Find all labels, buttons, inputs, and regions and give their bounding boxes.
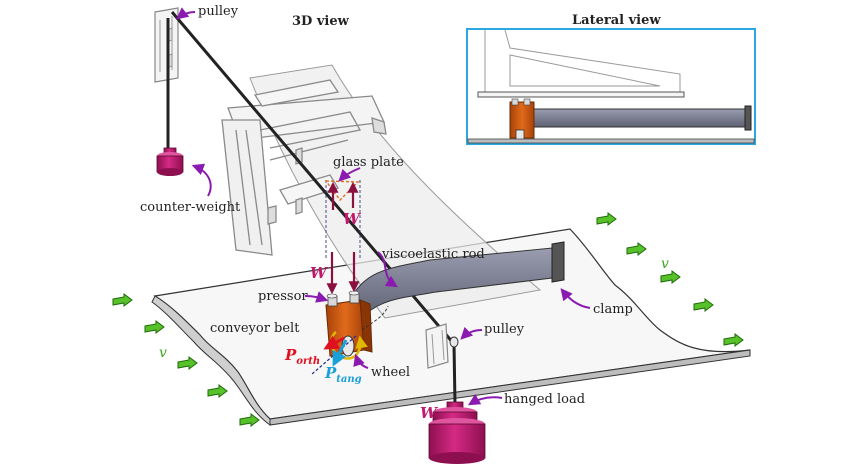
- label-wheel: wheel: [371, 365, 410, 380]
- symbol-w-load: W: [420, 404, 439, 422]
- symbol-v-right: v: [661, 256, 669, 272]
- velocity-arrow-icon: [660, 270, 681, 284]
- velocity-arrow-icon: [239, 413, 260, 427]
- pulley-bottom: [425, 323, 459, 369]
- hanged-load: [428, 401, 486, 464]
- velocity-arrow-icon: [207, 384, 228, 398]
- label-conveyor-belt: conveyor belt: [210, 321, 300, 336]
- velocity-arrow-icon: [177, 356, 198, 370]
- counter-weight: [156, 147, 184, 176]
- velocity-arrow-icon: [723, 333, 744, 347]
- velocity-arrows: [112, 212, 744, 427]
- label-viscoelastic-rod: viscoelastic rod: [381, 247, 485, 262]
- label-glass-plate: glass plate: [333, 155, 404, 170]
- label-arrows: [176, 7, 591, 406]
- velocity-arrow-icon: [626, 242, 647, 256]
- lateral-view-inset: [466, 28, 756, 145]
- label-clamp: clamp: [593, 302, 633, 317]
- velocity-arrow-icon: [693, 298, 714, 312]
- symbol-w-glass: W: [343, 210, 362, 228]
- conveyor-belt: [151, 228, 751, 426]
- p-tang-force-icon: [332, 339, 348, 367]
- frame-structure: [221, 79, 387, 256]
- label-pulley-bottom: pulley: [484, 322, 525, 337]
- velocity-arrow-icon: [596, 212, 617, 226]
- label-pressor: pressor: [258, 289, 308, 304]
- velocity-arrow-icon: [112, 293, 133, 307]
- p-orth-arrow-icon: [323, 335, 345, 350]
- inset-title: Lateral view: [572, 13, 661, 28]
- main-title: 3D view: [292, 14, 350, 29]
- label-hanged-load: hanged load: [504, 392, 585, 407]
- symbol-p-orth: Porth: [284, 346, 320, 367]
- label-pulley-top: pulley: [198, 4, 239, 19]
- symbol-v-left: v: [159, 345, 167, 361]
- wheel-arc-icon: [361, 305, 389, 331]
- velocity-arrow-icon: [144, 320, 165, 334]
- viscoelastic-rod: [349, 241, 565, 319]
- symbol-p-tang: Ptang: [324, 364, 362, 385]
- symbol-w-pressor: W: [310, 264, 329, 282]
- label-counter-weight: counter-weight: [140, 200, 241, 215]
